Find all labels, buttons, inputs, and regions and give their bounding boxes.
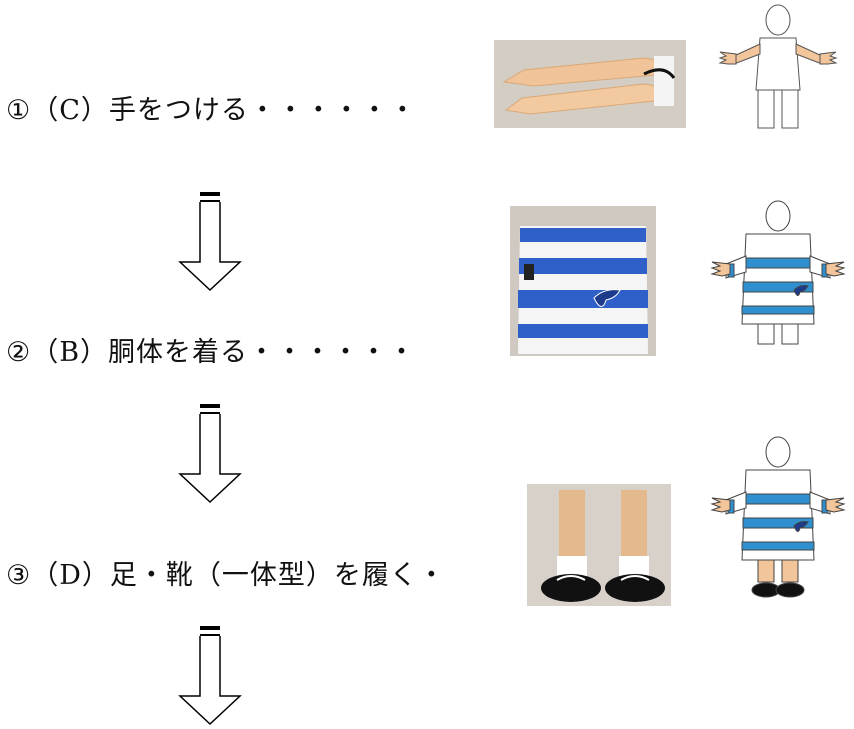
down-arrow-icon — [178, 192, 242, 292]
step-3-label: ③（D）足・靴（一体型）を履く・ — [6, 560, 446, 591]
down-arrow-icon — [178, 404, 242, 504]
gloves-photo — [494, 40, 686, 128]
mannequin-with-hands — [718, 4, 838, 129]
step-2-label: ②（B）胴体を着る・・・・・・ — [6, 337, 417, 368]
mannequin-with-legs — [710, 436, 846, 598]
striped-body-suit-photo — [510, 206, 656, 356]
down-arrow-icon — [178, 626, 242, 726]
mannequin-with-body — [710, 200, 846, 345]
step-1-label: ①（C）手をつける・・・・・・ — [6, 95, 417, 126]
legs-shoes-photo — [527, 484, 671, 606]
